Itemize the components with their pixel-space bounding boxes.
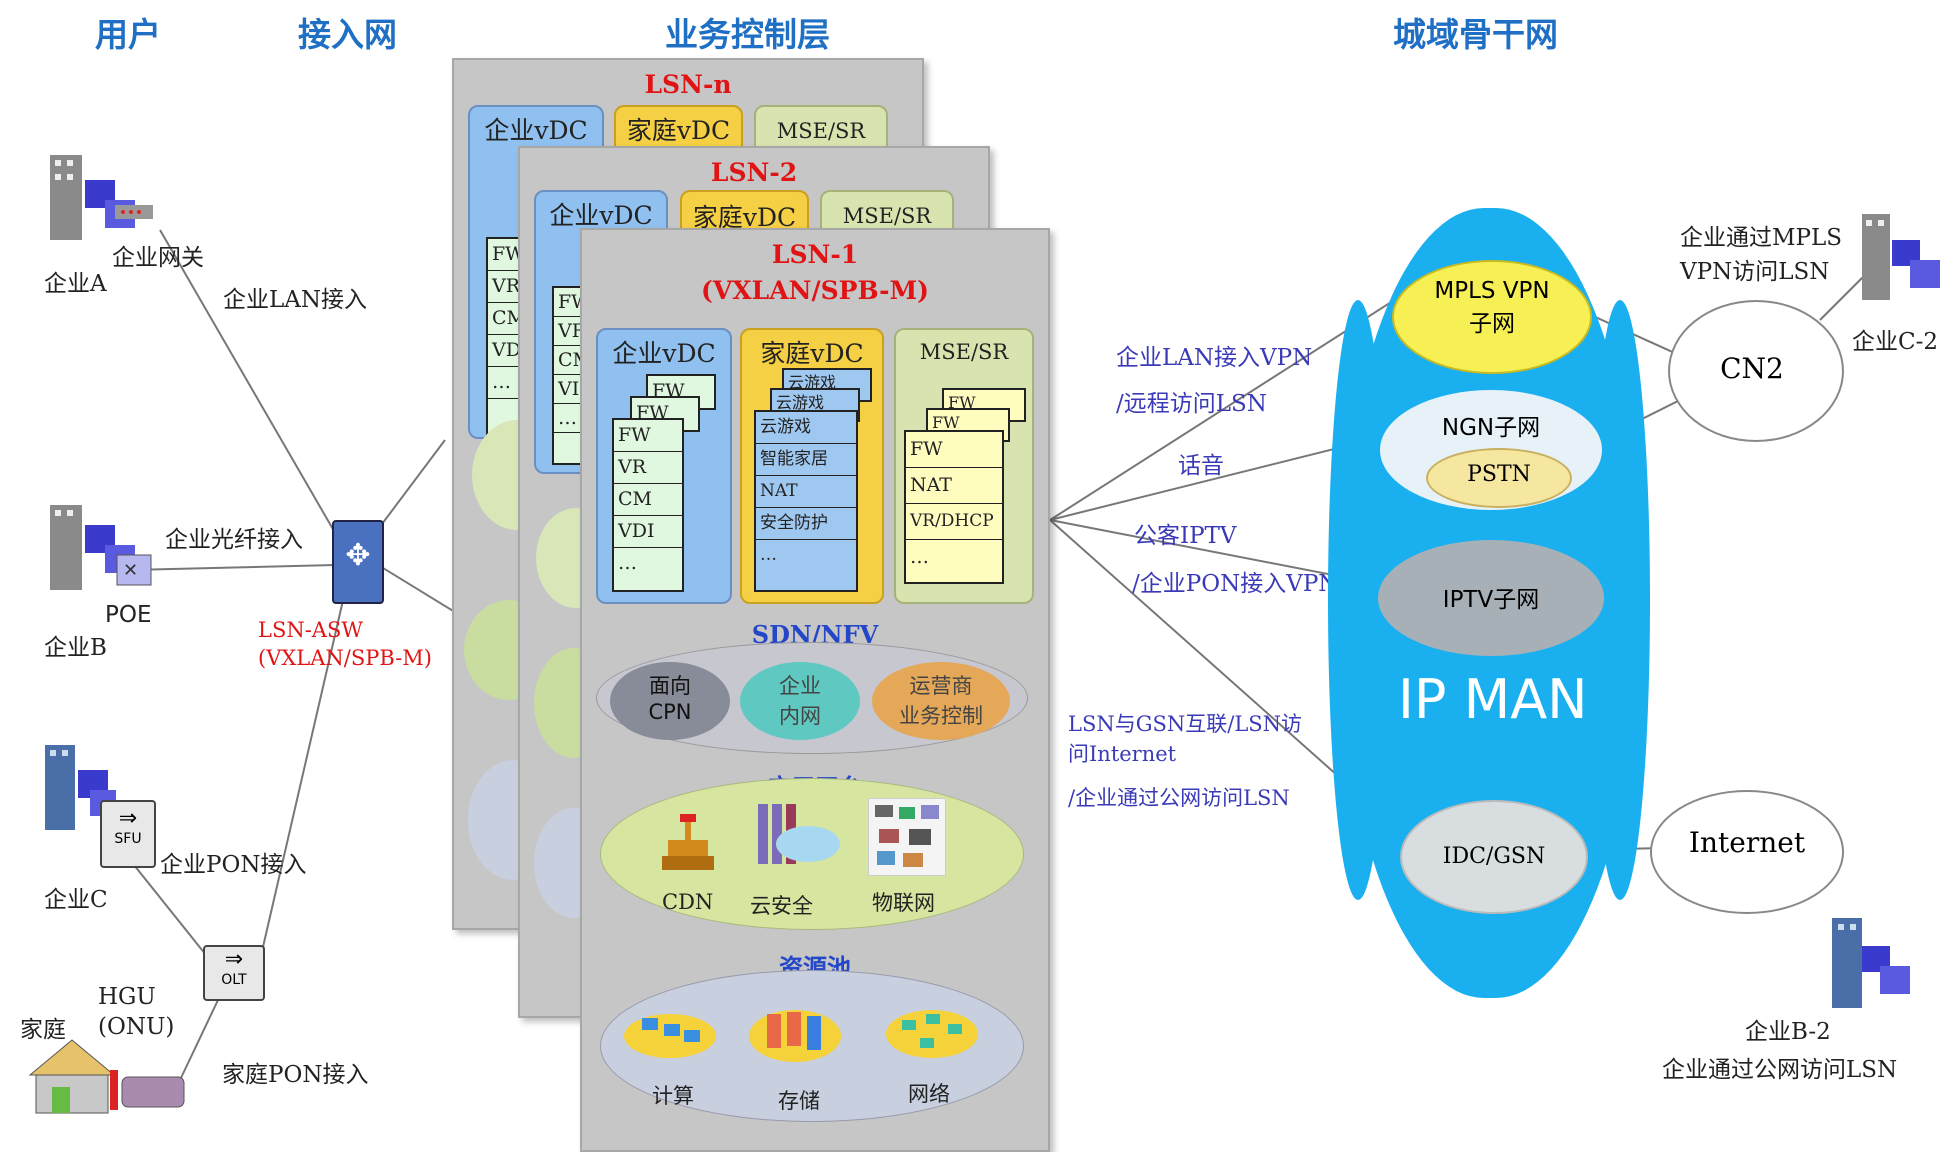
sdn-cpn: 面向 CPN xyxy=(610,662,730,740)
cloud-security-label: 云安全 xyxy=(750,894,813,918)
network-label: 网络 xyxy=(908,1082,950,1106)
link-label: /企业通过公网访问LSN xyxy=(1068,786,1290,810)
header-control: 业务控制层 xyxy=(665,15,830,54)
switch-icon: ✥ xyxy=(332,520,384,604)
sdn-operator: 运营商 业务控制 xyxy=(872,662,1010,740)
ip-man-label: IP MAN xyxy=(1398,668,1588,731)
poe-label: POE xyxy=(105,602,152,628)
lsn-1-title: LSN-1 xyxy=(771,240,859,269)
lsn-n-title: LSN-n xyxy=(644,70,732,99)
link-label: /远程访问LSN xyxy=(1116,391,1267,417)
storage-label: 存储 xyxy=(778,1089,820,1113)
valve-icon xyxy=(660,812,716,878)
ent-b-link-label: 企业光纤接入 xyxy=(165,527,303,553)
link-label: 企业LAN接入VPN xyxy=(1116,345,1313,371)
ent-b2-label: 企业B-2 xyxy=(1745,1019,1831,1045)
ent-a-link-label: 企业LAN接入 xyxy=(223,287,368,313)
vnf-card: FW NAT VR/DHCP … xyxy=(904,430,1004,584)
iptv-cloud: IPTV子网 xyxy=(1378,540,1604,656)
header-access: 接入网 xyxy=(298,15,397,54)
lsn-1-subtitle: (VXLAN/SPB-M) xyxy=(701,276,929,305)
header-metro: 城域骨干网 xyxy=(1393,15,1558,54)
asw-label-2: (VXLAN/SPB-M) xyxy=(258,646,432,670)
ent-vdc-box: 企业vDC FW FW FW VR CM VDI … xyxy=(596,328,732,604)
ent-c-label: 企业C xyxy=(44,887,108,913)
link-label: 问Internet xyxy=(1068,742,1177,766)
mse-box: MSE/SR FW FW FW NAT VR/DHCP … xyxy=(894,328,1034,604)
ent-a-gateway-label: 企业网关 xyxy=(112,245,204,271)
network-icon xyxy=(882,1000,982,1066)
cloud-security-icon xyxy=(750,800,842,872)
compute-label: 计算 xyxy=(652,1084,694,1108)
ent-a-label: 企业A xyxy=(44,271,107,297)
ent-c-link-label: 企业PON接入 xyxy=(160,852,307,878)
lsn-1-panel: LSN-1 (VXLAN/SPB-M) 企业vDC FW FW FW VR CM… xyxy=(580,228,1050,1152)
building-icon xyxy=(1858,210,1946,310)
svg-text:✕: ✕ xyxy=(123,560,138,581)
home-link-label: 家庭PON接入 xyxy=(222,1062,369,1088)
mpls-cloud: MPLS VPN 子网 xyxy=(1392,260,1592,374)
lsn-2-title: LSN-2 xyxy=(710,158,798,187)
cn2-note-1: 企业通过MPLS xyxy=(1680,225,1843,251)
compute-icon xyxy=(620,1002,720,1066)
link-label: 话音 xyxy=(1178,453,1224,479)
house-icon xyxy=(22,1035,192,1119)
olt-device: ⇒ OLT xyxy=(203,945,265,1001)
iot-icon xyxy=(868,798,946,876)
device-icon: ⇒ xyxy=(224,947,244,972)
hgu-label: HGU xyxy=(98,984,156,1010)
storage-icon xyxy=(745,998,845,1072)
sdn-intranet: 企业 内网 xyxy=(740,662,860,740)
cn2-cloud: CN2 xyxy=(1668,300,1844,442)
idc-cloud: IDC/GSN xyxy=(1400,800,1588,914)
onu-label: (ONU) xyxy=(98,1014,175,1040)
ent-b-label: 企业B xyxy=(44,635,107,661)
header-user: 用户 xyxy=(95,15,161,54)
link-label: /企业PON接入VPN xyxy=(1132,571,1339,597)
link-label: LSN与GSN互联/LSN访 xyxy=(1068,712,1303,736)
building-icon: ✕ xyxy=(45,500,155,599)
sfu-device: ⇒ SFU xyxy=(100,800,156,868)
asw-label-1: LSN-ASW xyxy=(258,618,363,642)
home-label: 家庭 xyxy=(20,1017,66,1043)
vnf-card: FW VR CM VDI … xyxy=(612,418,684,592)
building-icon xyxy=(1828,914,1916,1018)
iot-label: 物联网 xyxy=(872,891,935,915)
vnf-card: 云游戏 智能家居 NAT 安全防护 … xyxy=(754,410,858,592)
internet-cloud: Internet xyxy=(1650,790,1844,914)
cdn-label: CDN xyxy=(662,890,714,914)
link-label: 公客IPTV xyxy=(1134,523,1237,549)
building-icon xyxy=(45,150,155,249)
device-icon: ⇒ xyxy=(118,806,138,831)
ent-b2-note: 企业通过公网访问LSN xyxy=(1662,1057,1898,1083)
home-vdc-box: 家庭vDC 云游戏 云游戏 云游戏 智能家居 NAT 安全防护 … xyxy=(740,328,884,604)
pstn-cloud: PSTN xyxy=(1426,448,1572,508)
ent-c2-label: 企业C-2 xyxy=(1852,329,1939,355)
cn2-note-2: VPN访问LSN xyxy=(1680,259,1830,285)
